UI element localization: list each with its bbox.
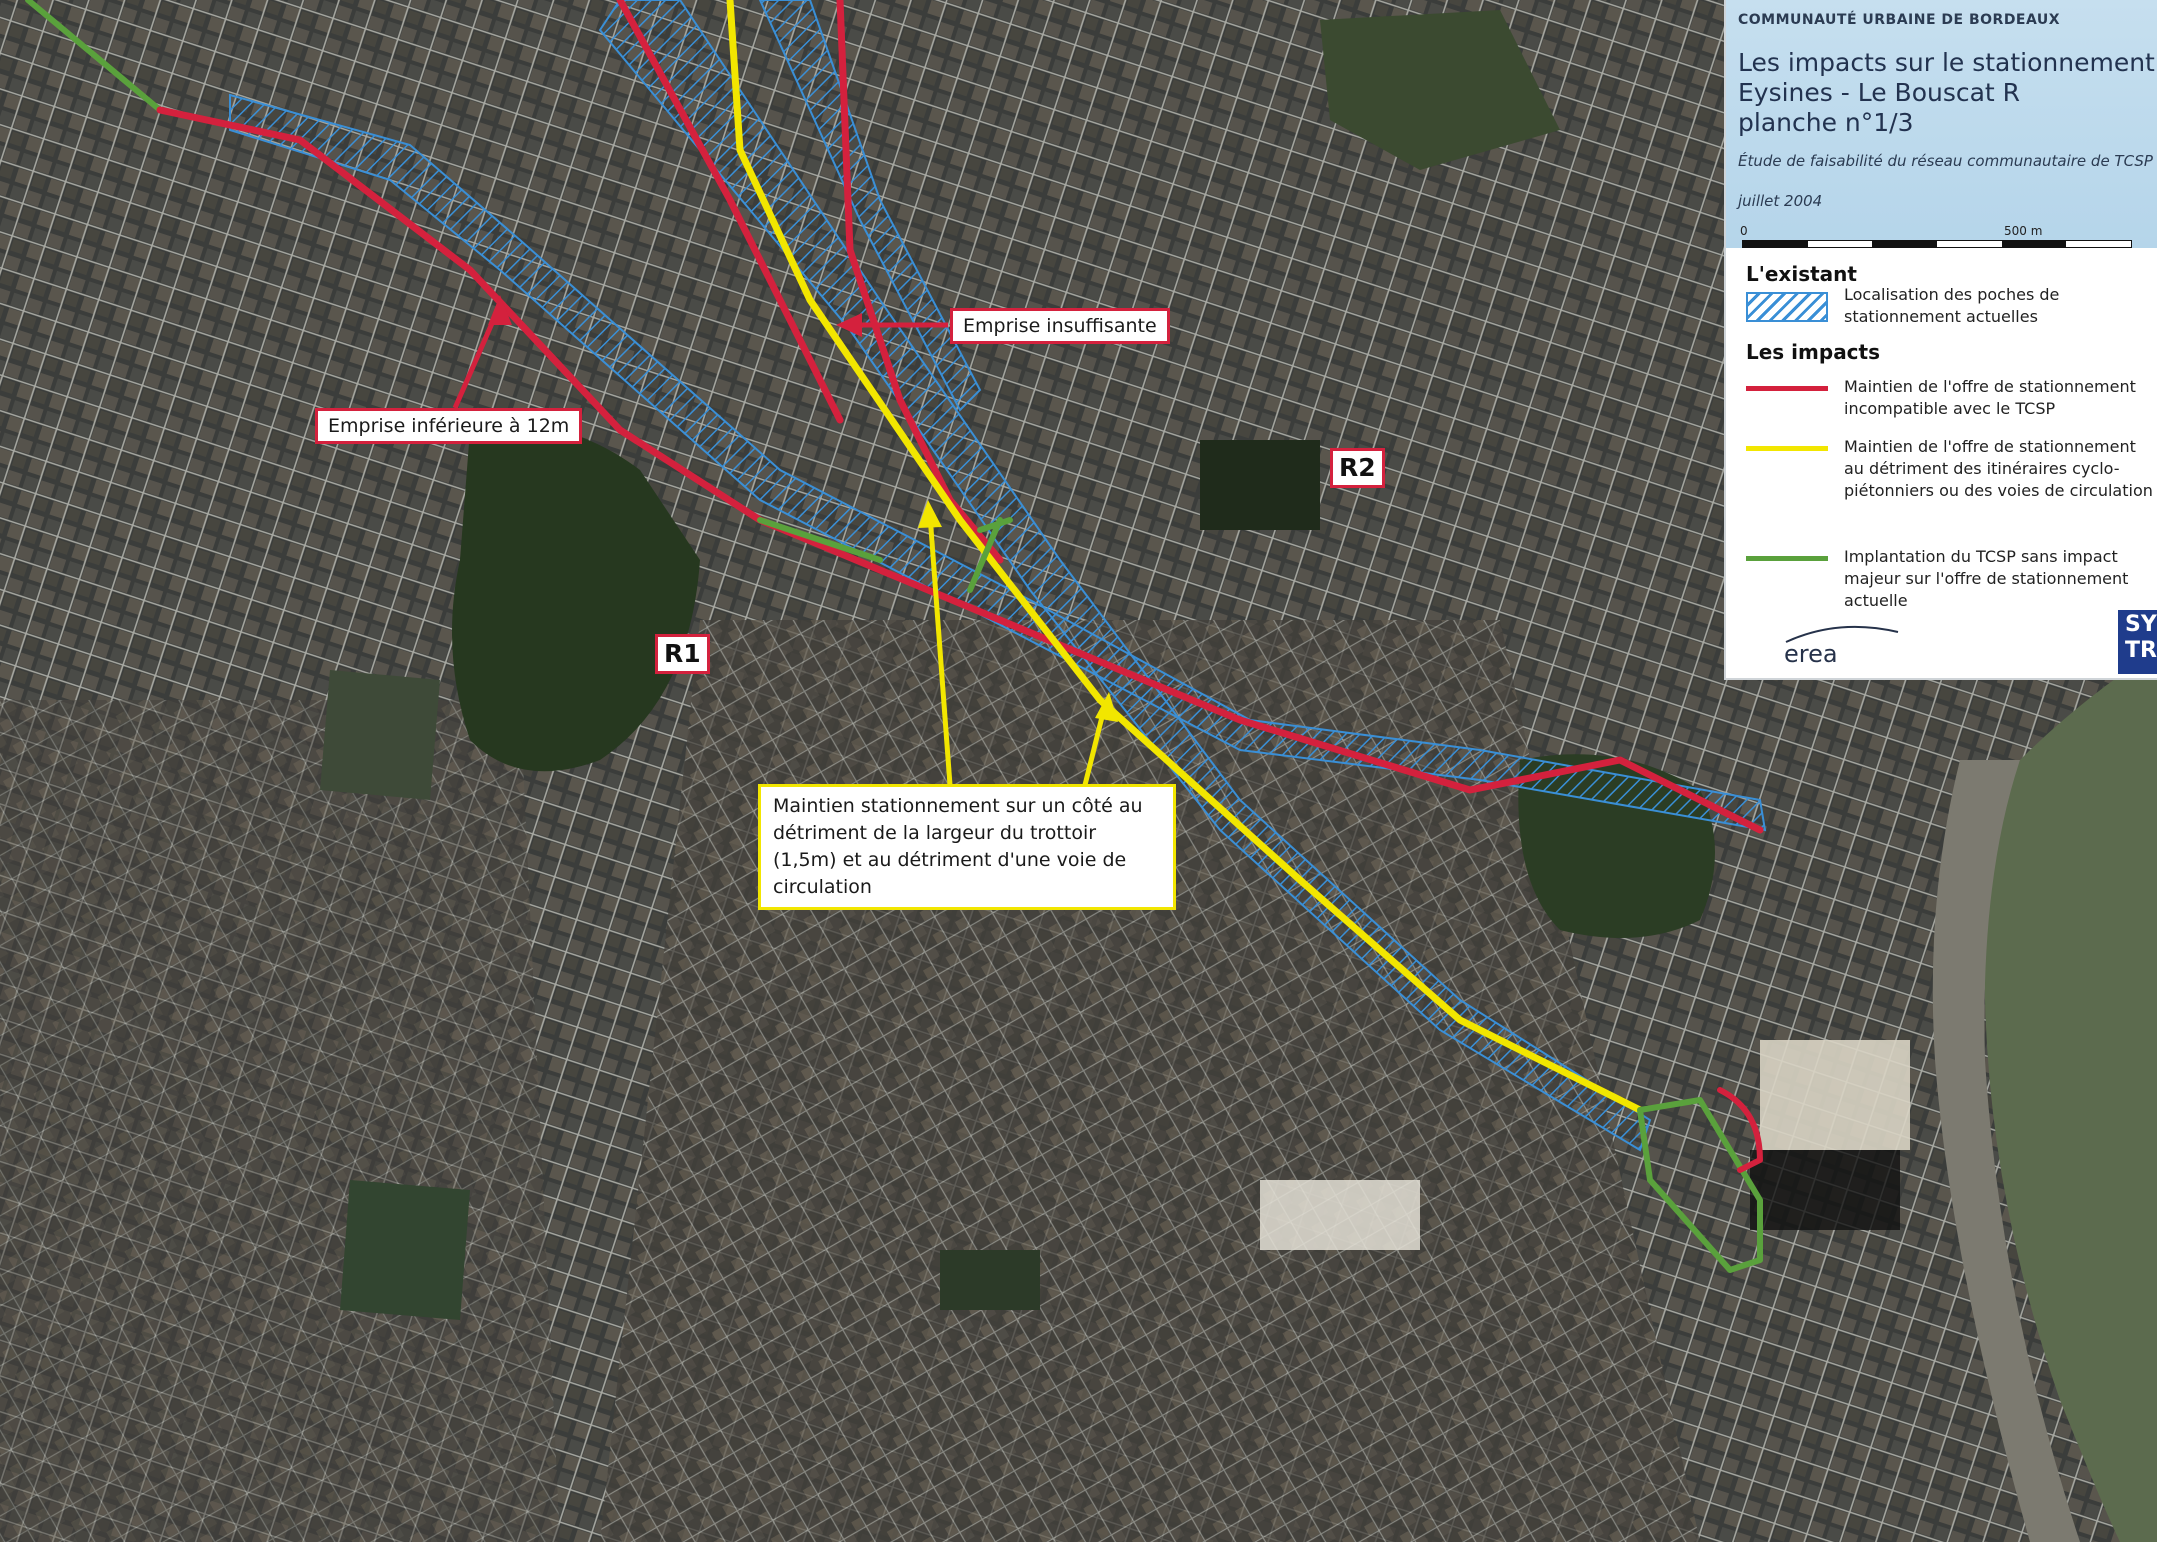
scale-start-label: 0 xyxy=(1740,224,1748,238)
park-bordelais xyxy=(452,425,700,772)
legend-swatch-yellow xyxy=(1746,446,1828,451)
callout-arrows xyxy=(452,295,1118,786)
legend-section-impacts: Les impacts xyxy=(1746,340,1881,364)
green-impact-line-2 xyxy=(757,517,883,563)
legend-date: juillet 2004 xyxy=(1738,192,1823,210)
red-impact-loop xyxy=(1717,1087,1763,1173)
legend-title-line2: Eysines - Le Bouscat R xyxy=(1738,78,2021,107)
callout-emprise-insuffisante: Emprise insuffisante xyxy=(950,308,1170,344)
systra-logo-text: SYS TR xyxy=(2125,612,2157,663)
scale-bar xyxy=(1742,240,2132,248)
red-impact-line-north-2 xyxy=(616,0,844,424)
legend-subtitle: Étude de faisabilité du réseau communaut… xyxy=(1738,152,2153,170)
erea-logo-icon xyxy=(1785,625,1899,643)
scale-end-label: 500 m xyxy=(2004,224,2043,238)
green-impact-line-4 xyxy=(1637,1097,1763,1273)
callout-emprise-inferieure: Emprise inférieure à 12m xyxy=(315,408,583,444)
route-label-r1: R1 xyxy=(655,634,710,674)
callout-maintien-stationnement: Maintien stationnement sur un côté au dé… xyxy=(758,784,1176,910)
legend-item-yellow: Maintien de l'offre de stationnement au … xyxy=(1844,437,2153,500)
legend-item-red: Maintien de l'offre de stationnement inc… xyxy=(1844,377,2136,418)
red-impact-line-main xyxy=(156,106,1764,834)
legend-swatch-red xyxy=(1746,386,1828,391)
legend-header xyxy=(1726,0,2157,248)
legend-title-line3: planche n°1/3 xyxy=(1738,108,1914,137)
green-impact-line-3 xyxy=(967,517,1013,593)
red-impact-line-north xyxy=(836,0,1004,564)
legend-swatch-parking xyxy=(1746,292,1828,322)
route-label-r2: R2 xyxy=(1330,448,1385,488)
green-impact-line xyxy=(25,0,163,113)
legend-organization: COMMUNAUTÉ URBAINE DE BORDEAUX xyxy=(1738,12,2061,28)
legend-item-green: Implantation du TCSP sans impact majeur … xyxy=(1844,547,2129,610)
impact-lines xyxy=(25,0,1764,1273)
legend-section-existing: L'existant xyxy=(1746,262,1857,286)
systra-logo xyxy=(2118,610,2157,674)
legend-panel: COMMUNAUTÉ URBAINE DE BORDEAUX Les impac… xyxy=(1724,0,2157,680)
yellow-impact-line xyxy=(726,0,1644,1114)
legend-item-parking: Localisation des poches de stationnement… xyxy=(1844,285,2060,326)
erea-logo-text: erea xyxy=(1784,640,1838,668)
legend-swatch-green xyxy=(1746,556,1828,561)
legend-title: Les impacts sur le stationnement Eysines… xyxy=(1738,48,2157,138)
legend-title-line1: Les impacts sur le stationnement xyxy=(1738,48,2155,77)
garonne-river xyxy=(1984,650,2157,1542)
